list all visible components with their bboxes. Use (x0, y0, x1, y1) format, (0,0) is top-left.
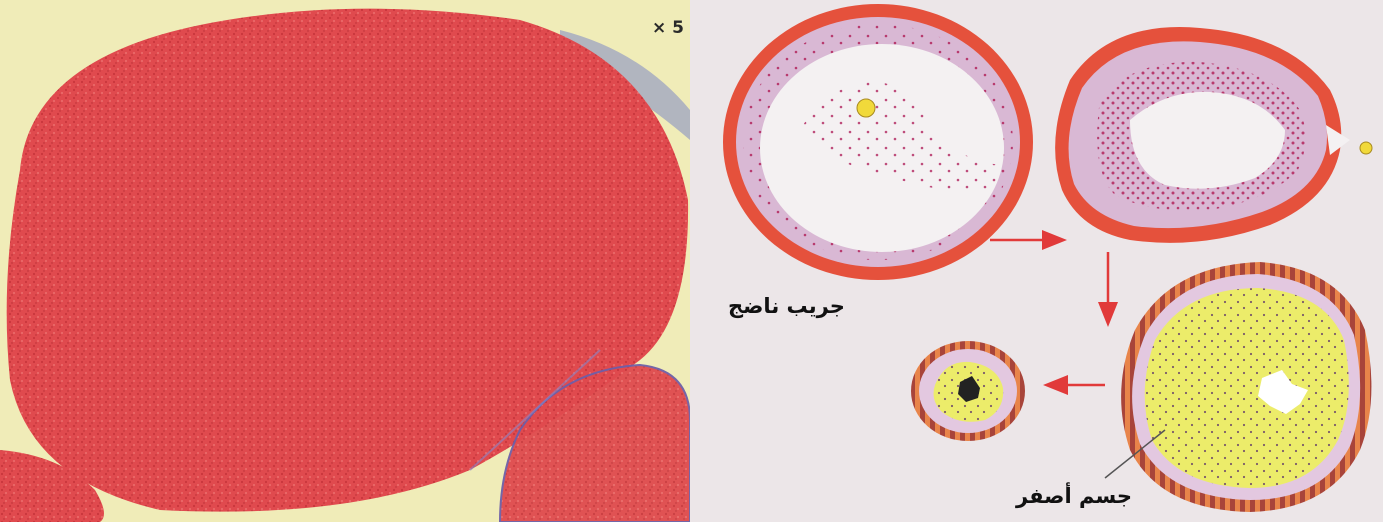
magnification-label: × 5 (652, 18, 684, 38)
released-oocyte (1360, 142, 1372, 154)
oocyte (857, 99, 875, 117)
mature-follicle (723, 4, 1033, 280)
regressing-corpus (911, 341, 1025, 441)
corpus-luteum (1121, 262, 1371, 512)
mature-follicle-label: جريب ناضج (728, 294, 845, 318)
corpus-luteum-label: جسم أصفر (1016, 484, 1132, 508)
